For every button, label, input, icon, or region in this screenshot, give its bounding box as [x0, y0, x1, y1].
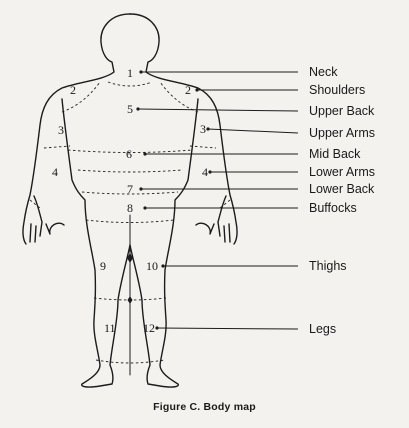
boundary-upper-arms-right: [190, 146, 216, 148]
region-number-lower-arms-right: 4: [202, 166, 208, 178]
region-number-upper-arms-left: 3: [58, 124, 64, 136]
leader-dot-mid-back: [143, 152, 146, 155]
leader-dot-upper-back: [136, 107, 139, 110]
label-lower-arms: Lower Arms: [309, 166, 375, 179]
region-number-lower-arms-left: 4: [52, 166, 58, 178]
region-number-upper-arms-right: 3: [200, 123, 206, 135]
leader-dot-legs: [155, 326, 158, 329]
label-thighs: Thighs: [309, 260, 347, 273]
region-number-buttocks: 8: [127, 202, 133, 214]
figure-caption: Figure C. Body map: [0, 401, 409, 413]
label-legs: Legs: [309, 323, 336, 336]
boundary-lower-arms-right: [220, 200, 230, 208]
region-number-mid-back: 6: [126, 148, 132, 160]
region-number-shoulders-left: 2: [70, 84, 76, 96]
region-number-thighs-right: 10: [146, 260, 158, 272]
leader-dot-neck: [139, 70, 142, 73]
label-buttocks: Buffocks: [309, 202, 357, 215]
knee-marker-mid: [128, 296, 133, 304]
boundary-upper-arms-left: [44, 146, 70, 148]
boundary-lower-arms-left: [30, 200, 40, 208]
region-number-upper-back: 5: [127, 103, 133, 115]
boundary-neck-shoulders: [108, 82, 152, 86]
label-mid-back: Mid Back: [309, 148, 360, 161]
leader-legs: [157, 328, 298, 329]
leader-dot-thighs: [161, 264, 164, 267]
region-number-lower-back: 7: [127, 183, 133, 195]
region-number-legs-left: 11: [104, 322, 116, 334]
region-number-shoulders-right: 2: [185, 84, 191, 96]
leader-dot-buttocks: [143, 206, 146, 209]
label-upper-back: Upper Back: [309, 105, 374, 118]
leader-dot-lower-arms: [208, 170, 211, 173]
leader-dot-lower-back: [139, 187, 142, 190]
region-number-neck: 1: [127, 67, 133, 79]
label-upper-arms: Upper Arms: [309, 127, 375, 140]
label-shoulders: Shoulders: [309, 84, 365, 97]
region-number-legs-right: 12: [143, 322, 155, 334]
label-neck: Neck: [309, 66, 337, 79]
label-lower-back: Lower Back: [309, 183, 374, 196]
region-number-thighs-left: 9: [100, 260, 106, 272]
leader-dot-upper-arms: [206, 127, 209, 130]
leader-upper-back: [138, 109, 298, 111]
boundary-mid-lower-back: [78, 170, 182, 172]
leader-dot-shoulders: [195, 88, 198, 91]
